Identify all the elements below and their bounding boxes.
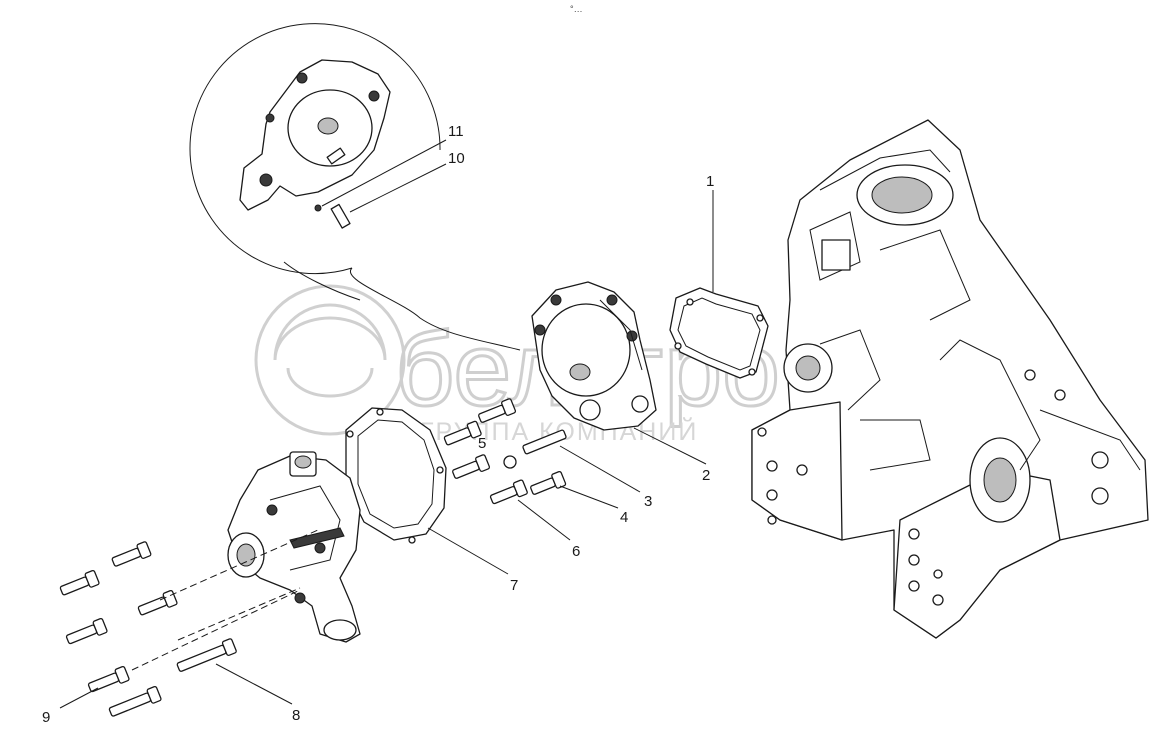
callout-9: 9 [42, 709, 50, 726]
callout-5: 5 [478, 435, 486, 452]
gasket-1: 1 [669, 173, 769, 379]
water-pump [227, 451, 361, 643]
bolts-group-lower: 8 9 [42, 529, 319, 726]
bolts-group-upper: 3 4 5 6 [443, 398, 652, 560]
callout-3: 3 [644, 493, 652, 510]
callout-6: 6 [572, 543, 580, 560]
inset-plug [330, 203, 351, 229]
callout-1: 1 [706, 173, 714, 190]
inset-washer [314, 204, 322, 212]
engine-block [751, 119, 1149, 639]
inset-cover-plate [239, 59, 391, 211]
housing-2: 2 [531, 281, 710, 484]
callout-8: 8 [292, 707, 300, 724]
callout-11: 11 [448, 123, 464, 140]
callout-2: 2 [702, 467, 710, 484]
detail-inset: 11 10 [189, 23, 521, 351]
callout-10: 10 [448, 150, 465, 167]
callout-4: 4 [620, 509, 628, 526]
callout-7: 7 [510, 577, 518, 594]
header-mark: °… [570, 4, 583, 14]
